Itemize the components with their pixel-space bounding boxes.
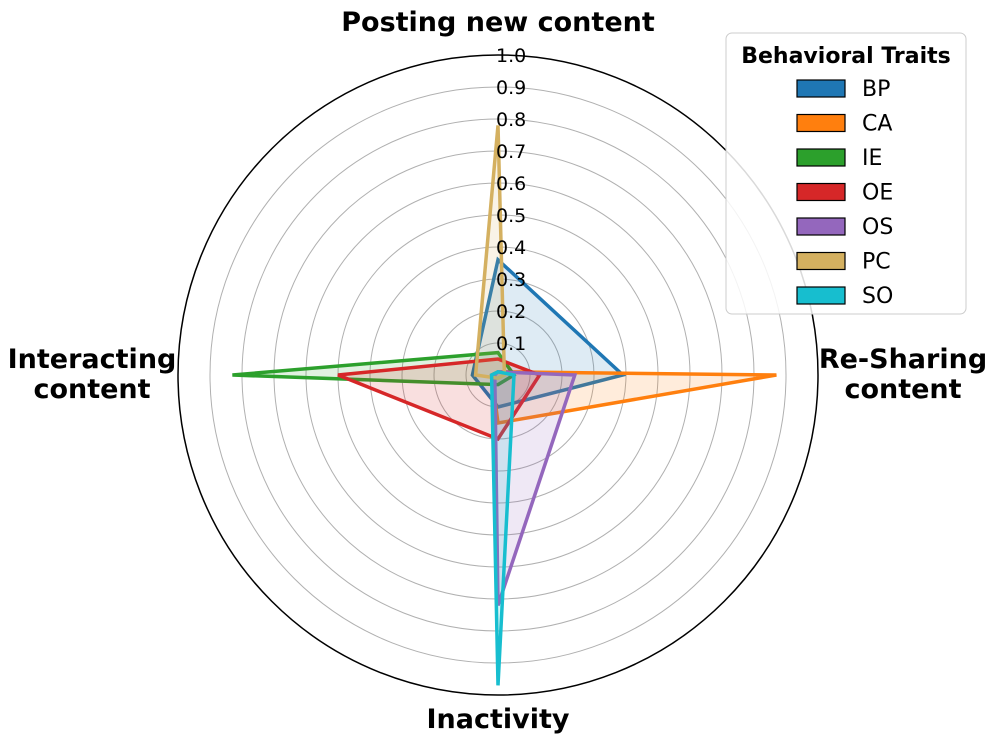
legend-label: OE — [862, 181, 893, 206]
legend-item-so: SO — [796, 284, 893, 309]
legend-item-bp: BP — [796, 77, 890, 102]
radial-tick-labels: 0.1 0.2 0.3 0.4 0.5 0.6 0.7 0.8 0.9 1.0 — [496, 45, 526, 355]
series-fill — [475, 125, 505, 379]
legend-swatch — [796, 286, 846, 305]
legend-frame — [725, 32, 967, 315]
series-line — [337, 357, 543, 442]
axis-label: Inactivity — [426, 704, 569, 735]
legend-item-pc: PC — [796, 250, 891, 275]
series-fill — [338, 359, 540, 439]
legend-item-ca: CA — [796, 112, 892, 137]
tick-label: 1.0 — [496, 45, 526, 67]
legend-label: OS — [862, 215, 893, 240]
legend-item-os: OS — [796, 215, 893, 240]
series-pc — [473, 125, 507, 381]
legend-swatch — [796, 113, 846, 133]
axis-label: Posting new content — [341, 7, 655, 38]
series-ie — [232, 350, 517, 387]
legend-item-ie: IE — [796, 146, 882, 171]
legend-label: PC — [862, 250, 891, 275]
legend-label: BP — [862, 77, 890, 102]
tick-label: 0.1 — [496, 333, 526, 355]
tick-label: 0.2 — [496, 301, 526, 323]
legend-item-oe: OE — [796, 181, 893, 206]
legend-swatch — [796, 217, 846, 236]
series-layer — [232, 125, 777, 686]
tick-label: 0.3 — [496, 269, 526, 291]
legend-label: CA — [862, 112, 892, 137]
tick-label: 0.7 — [496, 141, 526, 163]
legend-title: Behavioral Traits — [741, 44, 951, 69]
series-line — [232, 350, 517, 387]
tick-label: 0.6 — [496, 173, 526, 195]
outer-frame — [177, 54, 819, 696]
legend-swatch — [796, 79, 846, 98]
series-line — [473, 125, 507, 381]
series-oe — [337, 357, 543, 442]
legend-swatch — [796, 251, 846, 271]
tick-label: 0.4 — [496, 237, 526, 259]
series-so — [489, 369, 516, 686]
legend-label: SO — [862, 284, 893, 309]
legend-swatch — [796, 148, 846, 167]
series-line — [470, 256, 627, 409]
series-line — [489, 369, 516, 686]
tick-label: 0.5 — [496, 205, 526, 227]
grid-ring — [401, 278, 595, 472]
legend-swatch — [796, 182, 846, 202]
tick-label: 0.8 — [496, 109, 526, 131]
legend-label: IE — [862, 146, 882, 171]
tick-label: 0.9 — [496, 77, 526, 99]
